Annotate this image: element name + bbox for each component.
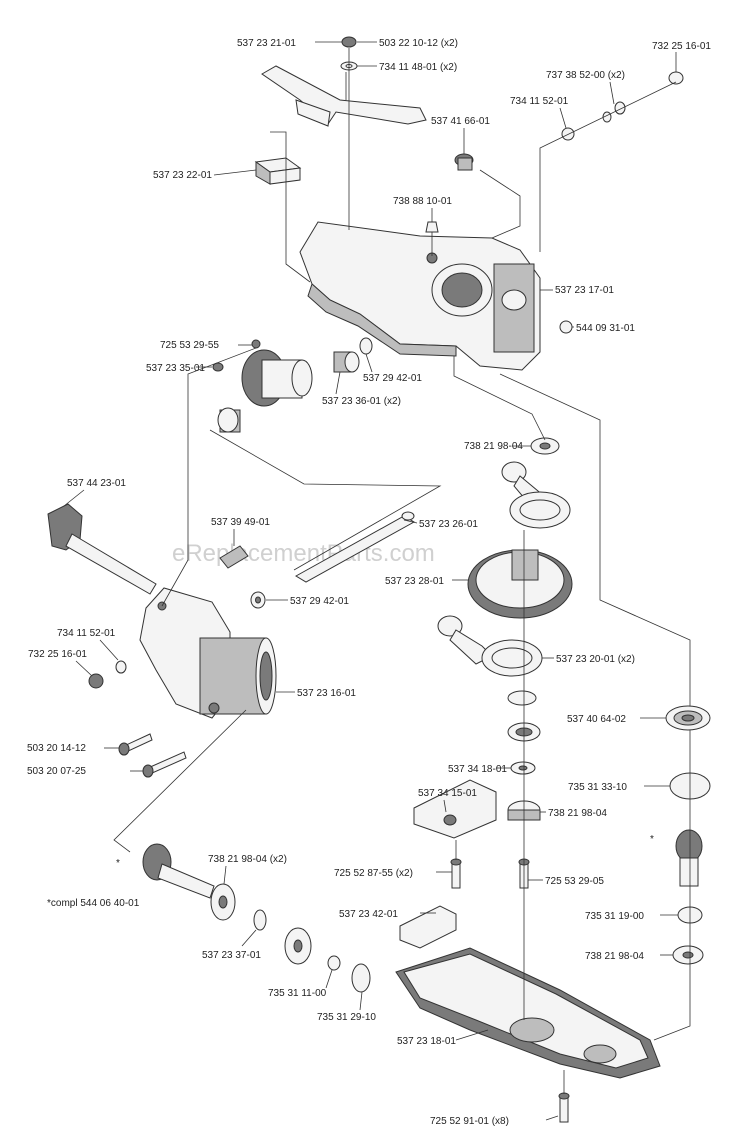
label-537-34-15-01: 537 34 15-01 [418,788,477,799]
label-537-23-26-01: 537 23 26-01 [419,519,478,530]
label-544-09-31-01: 544 09 31-01 [576,323,635,334]
assembly-lines [113,48,691,1094]
label-537-34-18-01: 537 34 18-01 [448,764,507,775]
pinion-gear [217,349,313,433]
washer-right [672,945,704,965]
label-537-41-66-01: 537 41 66-01 [431,116,490,127]
label-735-31-11-00: 735 31 11-00 [268,988,327,999]
label-725-53-29-55: 725 53 29-55 [160,340,219,351]
label-537-23-36-01: 537 23 36-01 (x2) [322,396,401,407]
large-gear [467,549,573,619]
bracket-part [261,65,427,127]
mounting-bracket [413,779,497,839]
label-537-44-23-01: 537 44 23-01 [67,478,126,489]
screw-3 [450,858,462,889]
screw-1 [118,733,153,756]
label-537-23-35-01: 537 23 35-01 [146,363,205,374]
callout-labels: 537 23 21-01 503 22 10-12 (x2) 734 11 48… [27,38,711,1127]
label-537-23-37-01: 537 23 37-01 [202,950,261,961]
label-725-53-29-05: 725 53 29-05 [545,876,604,887]
oring-part [559,320,573,334]
label-732-25-16-01-left: 732 25 16-01 [28,649,87,660]
label-735-31-33-10: 735 31 33-10 [568,782,627,793]
label-737-38-52-00: 737 38 52-00 (x2) [546,70,625,81]
watermark: eReplacementParts.com [172,540,435,567]
pin-part [425,221,439,233]
block-part [254,157,302,185]
label-537-29-42-01-mid: 537 29 42-01 [290,596,349,607]
label-537-23-28-01: 537 23 28-01 [385,576,444,587]
label-734-11-52-01-top: 734 11 52-01 [510,96,569,107]
label-725-52-91-01: 725 52 91-01 (x8) [430,1116,509,1127]
label-503-20-07-25: 503 20 07-25 [27,766,86,777]
label-537-23-42-01: 537 23 42-01 [339,909,398,920]
screw-5 [558,1092,570,1123]
label-compl-544-06-40-01: *compl 544 06 40-01 [47,898,140,909]
bearing-pair [212,337,373,373]
label-735-31-19-00: 735 31 19-00 [585,911,644,922]
label-537-23-17-01: 537 23 17-01 [555,285,614,296]
label-734-11-52-01-left: 734 11 52-01 [57,628,116,639]
label-star-right: * [650,834,654,845]
pinion-assembly-left [142,843,215,899]
circlip-left-1 [327,955,341,971]
bearing-left-1 [210,883,236,921]
rubber-block [399,905,457,949]
left-washer-nut [88,660,127,689]
label-732-25-16-01-top: 732 25 16-01 [652,41,711,52]
handle-knob [47,503,157,595]
bottom-plate [395,947,661,1079]
washer-left [253,909,267,931]
screw-2 [142,751,187,778]
gear-housing [299,221,541,371]
label-738-21-98-04-b: 738 21 98-04 [548,808,607,819]
label-738-88-10-01: 738 88 10-01 [393,196,452,207]
washer-set [561,71,684,141]
front-housing [139,587,277,719]
label-738-21-98-04-a: 738 21 98-04 [464,441,523,452]
label-537-40-64-02: 537 40 64-02 [567,714,626,725]
label-725-52-87-55: 725 52 87-55 (x2) [334,868,413,879]
connecting-rod-lower [437,615,543,677]
label-star-left: * [116,858,120,869]
ball-bearing [665,705,711,731]
label-503-20-14-12: 503 20 14-12 [27,743,86,754]
label-537-39-49-01: 537 39 49-01 [211,517,270,528]
label-537-23-18-01: 537 23 18-01 [397,1036,456,1047]
thrust-washer [530,437,560,455]
pinion-right [675,829,703,887]
label-735-31-29-10: 735 31 29-10 [317,1012,376,1023]
label-503-22-10-12: 503 22 10-12 (x2) [379,38,458,49]
shaft-key [219,545,249,569]
label-537-23-16-01: 537 23 16-01 [297,688,356,699]
circlip-left-2 [351,963,371,993]
label-738-21-98-04-c: 738 21 98-04 [585,951,644,962]
label-537-23-20-01: 537 23 20-01 (x2) [556,654,635,665]
label-537-29-42-01-top: 537 29 42-01 [363,373,422,384]
connecting-rod-upper [501,461,571,529]
shaft-washer [250,591,266,609]
label-537-23-22-01: 537 23 22-01 [153,170,212,181]
label-734-11-48-01: 734 11 48-01 (x2) [379,62,457,73]
label-537-23-21-01: 537 23 21-01 [237,38,296,49]
plug-part [454,153,474,171]
bearing-left-2 [284,927,312,965]
label-738-21-98-04-x2: 738 21 98-04 (x2) [208,854,287,865]
